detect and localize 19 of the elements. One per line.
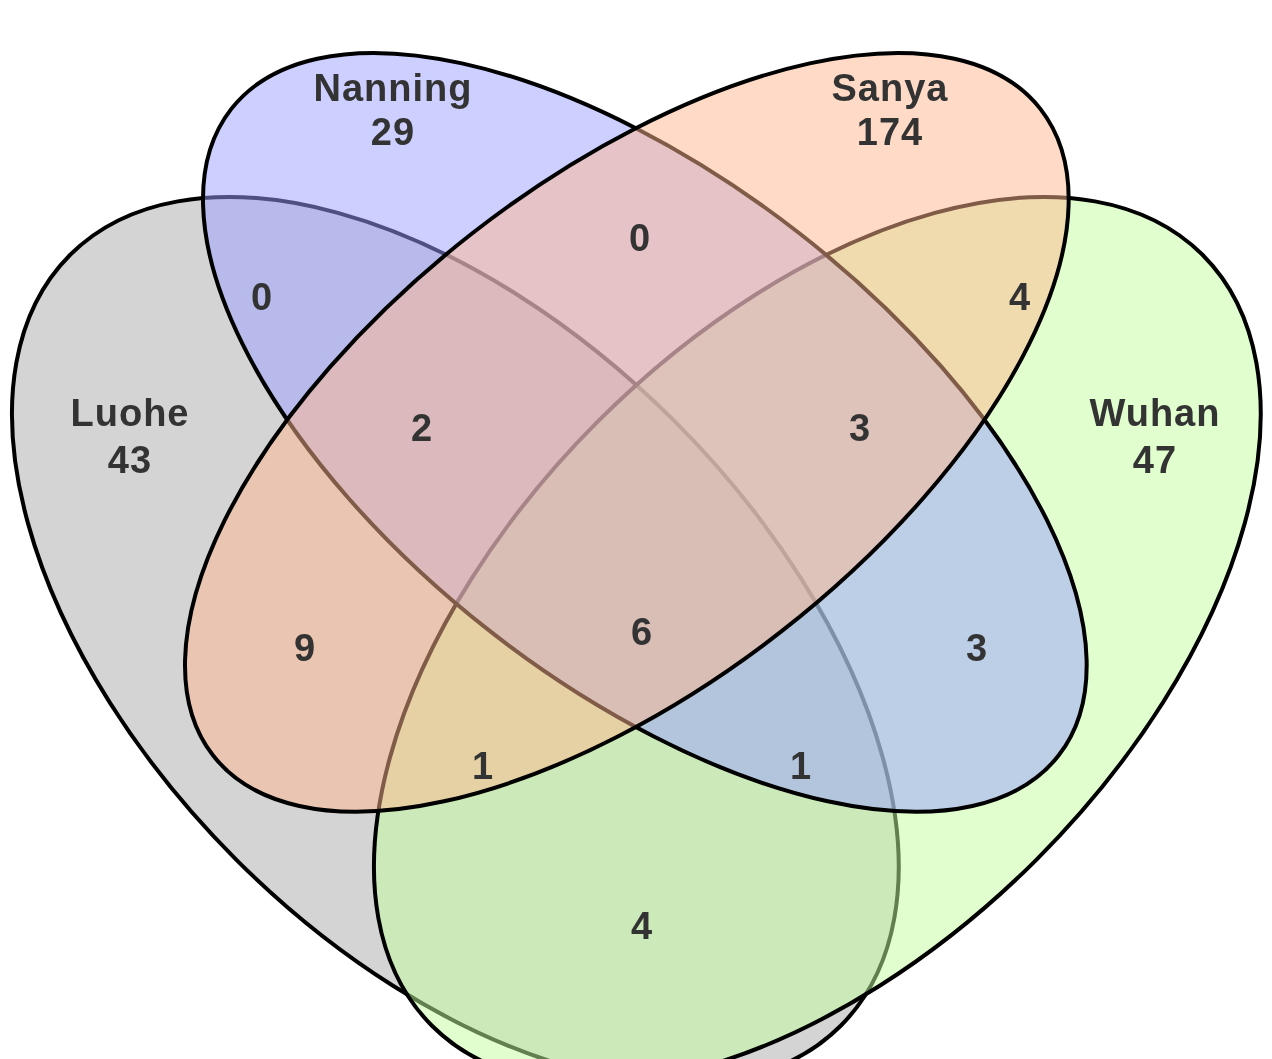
region-count: 3 xyxy=(965,629,989,667)
region-count: 9 xyxy=(293,629,317,667)
set-count: 47 xyxy=(1132,441,1178,479)
region-count: 0 xyxy=(250,278,274,316)
region-count: 1 xyxy=(471,747,495,785)
region-count: 0 xyxy=(628,219,652,257)
region-count: 6 xyxy=(630,613,654,651)
set-count: 29 xyxy=(370,113,416,151)
set-name: Luohe xyxy=(70,394,190,432)
region-count: 3 xyxy=(848,409,872,447)
region-count: 1 xyxy=(789,747,813,785)
set-name: Wuhan xyxy=(1089,394,1221,432)
region-count: 4 xyxy=(630,907,654,945)
region-count: 4 xyxy=(1008,278,1032,316)
set-count: 174 xyxy=(856,113,924,151)
set-name: Nanning xyxy=(313,69,473,107)
region-count: 2 xyxy=(410,409,434,447)
set-count: 43 xyxy=(107,441,153,479)
set-name: Sanya xyxy=(831,69,949,107)
